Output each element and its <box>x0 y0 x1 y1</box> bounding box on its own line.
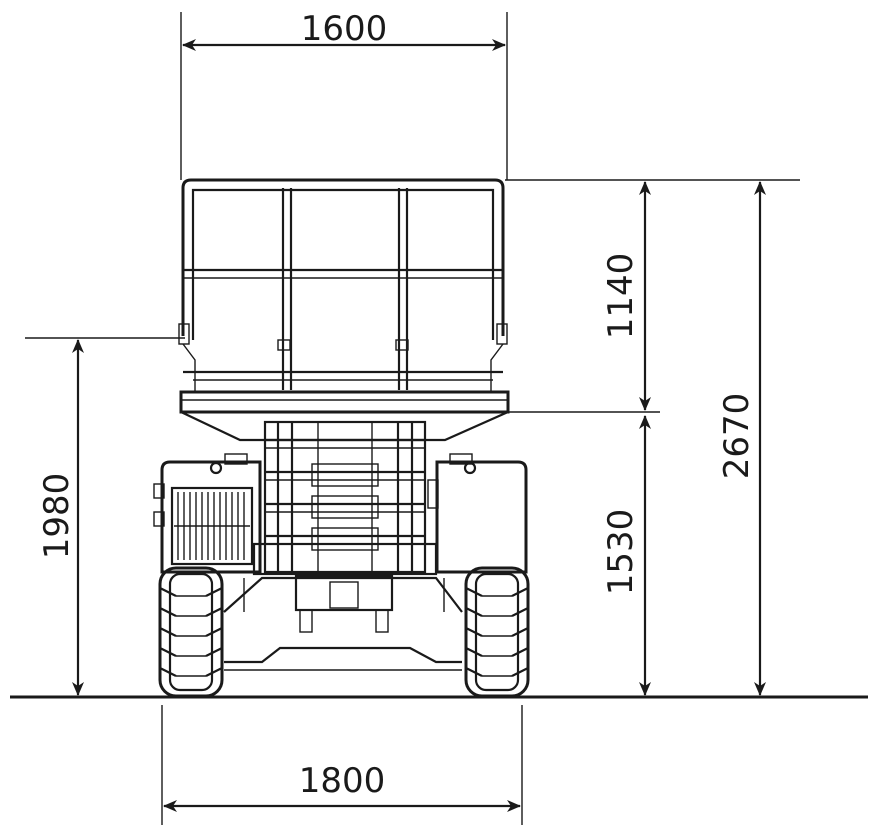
dimension-label-platform-width: 1600 <box>301 9 388 49</box>
dimension-total-height: 2670 <box>717 181 766 696</box>
right-wheel <box>464 566 530 698</box>
scissor-mechanism <box>263 420 427 574</box>
dimension-working-height: 1980 <box>25 337 185 696</box>
dimension-label-wheel-track: 1800 <box>299 761 386 801</box>
dimension-platform-width: 1600 <box>180 9 508 180</box>
dimension-wheel-track: 1800 <box>161 705 523 825</box>
dimension-platform-height: 1530 <box>601 415 651 696</box>
scissor-lift-machine <box>153 178 530 698</box>
dimension-label-total-height: 2670 <box>717 393 757 480</box>
dimension-guardrail-height: 1140 <box>601 181 651 411</box>
platform-deck <box>179 390 510 442</box>
left-wheel <box>158 566 224 698</box>
dimension-label-guardrail-height: 1140 <box>601 253 641 340</box>
engine-grille <box>170 486 254 566</box>
dimension-label-platform-height: 1530 <box>601 509 641 596</box>
chassis <box>153 453 528 671</box>
guardrail <box>178 178 508 392</box>
dimension-label-working-height: 1980 <box>37 473 77 560</box>
